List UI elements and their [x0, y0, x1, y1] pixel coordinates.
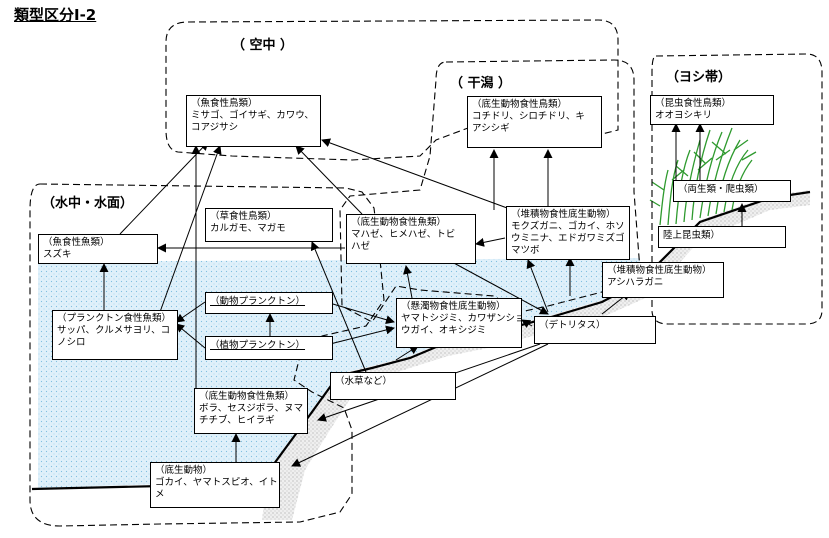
arrow-suspension-to-benthosfish1	[403, 265, 413, 299]
node-planktivorous-fish: （プランクトン食性魚類） サッパ、クルメサヨリ、コ ノシロ	[52, 310, 178, 360]
node-benthos-eating-fish-1: （底生動物食性魚類） マハゼ、ヒメハゼ、トビ ハゼ	[346, 214, 476, 264]
node-line: （植物プランクトン）	[210, 340, 306, 351]
node-line: （デトリタス）	[539, 320, 606, 331]
zone-boundary-reed	[651, 53, 823, 325]
node-line: ノシロ	[57, 337, 86, 348]
node-aquatic-plants: （水草など）	[330, 372, 456, 400]
node-line: サッパ、クルメサヨリ、コ	[57, 325, 171, 336]
page-title: 類型区分Ⅰ-2	[14, 6, 97, 24]
node-line: モクズガニ、ゴカイ、ホソ	[511, 221, 625, 232]
arrow-deposit1-to-fishbirds	[321, 138, 519, 213]
node-insect-eating-birds: （昆虫食性鳥類） オオヨシキリ	[650, 95, 774, 125]
arrow-aquatic-to-suspension	[395, 345, 419, 361]
node-line: メ	[155, 489, 165, 500]
node-deposit-feeders-1: （堆積物食性底生動物） モクズガニ、ゴカイ、ホソ ウミニナ、エドガワミズゴ マツ…	[506, 206, 630, 260]
node-line: （底生動物食性鳥類）	[472, 99, 568, 110]
node-benthos-eating-birds: （底生動物食性鳥類） コチドリ、シロチドリ、キ アシシギ	[467, 96, 602, 148]
node-line: アシハラガニ	[607, 277, 664, 288]
node-line: （水草など）	[335, 376, 393, 387]
node-line: （両生類・爬虫類）	[678, 184, 764, 195]
node-line: マツボ	[511, 245, 540, 256]
node-line: （魚食性魚類）	[43, 237, 110, 248]
node-benthos-eating-fish-2: （底生動物食性魚類） ボラ、セスジボラ、ヌマ チチブ、ヒイラギ	[194, 388, 308, 434]
node-line: ゴカイ、ヤマトスピオ、イト	[155, 477, 278, 488]
zone-boundary-air	[165, 19, 619, 161]
node-deposit-feeders-2: （堆積物食性底生動物） アシハラガニ	[602, 262, 724, 298]
node-line: （プランクトン食性魚類）	[57, 313, 172, 324]
arrow-phyto-to-suspension	[329, 325, 395, 345]
node-line: （底生動物食性魚類）	[199, 391, 295, 402]
node-line: ヤマトシジミ、カワザンショ	[401, 313, 522, 324]
node-line: （動物プランクトン）	[210, 296, 306, 307]
node-line: ウガイ、オキシジミ	[401, 325, 487, 336]
arrow-detritus-to-suspension	[521, 319, 533, 328]
node-line: （魚食性鳥類）	[191, 98, 258, 109]
node-herbivorous-birds: （草食性鳥類） カルガモ、マガモ	[205, 208, 333, 242]
node-line: ミサゴ、ゴイサギ、カワウ、	[191, 110, 314, 121]
node-line: （懸濁物食性底生動物）	[401, 301, 506, 312]
zone-label-reed: （ヨシ帯）	[666, 70, 732, 85]
node-line: オオヨシキリ	[655, 110, 713, 121]
node-line: 陸上昆虫類）	[663, 230, 721, 241]
node-suspension-feeders: （懸濁物食性底生動物） ヤマトシジミ、カワザンショ ウガイ、オキシジミ	[396, 298, 522, 348]
arrow-aquatic-to-herbbirds	[310, 241, 367, 373]
arrow-detritus-to-deposit1	[526, 259, 549, 313]
node-phytoplankton: （植物プランクトン）	[205, 336, 333, 360]
node-line: ハゼ	[351, 241, 371, 252]
node-line: ボラ、セスジボラ、ヌマ	[199, 403, 304, 414]
node-line: スズキ	[43, 249, 72, 260]
zone-boundaries	[29, 19, 823, 527]
node-line: （堆積物食性底生動物）	[511, 209, 616, 220]
node-zooplankton: （動物プランクトン）	[205, 292, 333, 314]
node-fish-eating-birds: （魚食性鳥類） ミサゴ、ゴイサギ、カワウ、 コアジサシ	[186, 95, 321, 147]
arrow-phyto-to-plankfish	[175, 323, 206, 349]
arrow-benthosfish1-to-fishbirds	[295, 145, 363, 215]
node-detritus: （デトリタス）	[534, 316, 656, 344]
node-line: アシシギ	[472, 123, 510, 134]
node-line: ウミニナ、エドガワミズゴ	[511, 233, 625, 244]
arrow-detritus-to-benthos	[291, 343, 549, 467]
arrow-zoo-to-plankfish	[175, 301, 206, 323]
node-line: コチドリ、シロチドリ、キ	[472, 111, 585, 122]
arrow-fishfish-to-fishbirds	[119, 141, 209, 235]
node-line: マハゼ、ヒメハゼ、トビ	[351, 229, 456, 240]
zone-label-air: （ 空中 ）	[232, 38, 294, 53]
zone-label-water: （水中・水面）	[42, 196, 134, 211]
zone-label-tidal-flat: （ 干潟 ）	[450, 76, 512, 91]
arrow-benthosfish1-right-to-detritus	[451, 261, 549, 315]
node-line: チチブ、ヒイラギ	[199, 415, 275, 426]
node-terrestrial-insects: 陸上昆虫類）	[658, 226, 786, 248]
node-line: コアジサシ	[191, 122, 239, 133]
node-line: （堆積物食性底生動物）	[607, 265, 712, 276]
arrow-plankfish-to-fishbirds	[159, 145, 222, 313]
node-line: （昆虫食性鳥類）	[655, 98, 732, 109]
node-benthos: （底生動物） ゴカイ、ヤマトスピオ、イト メ	[150, 462, 280, 508]
food-web-arrows	[99, 123, 747, 467]
node-fish-eating-fish: （魚食性魚類） スズキ	[38, 234, 158, 264]
node-line: （底生動物）	[155, 465, 213, 476]
node-line: （草食性鳥類）	[210, 211, 277, 222]
arrow-deposit1-to-benthosfish1	[475, 237, 506, 247]
node-amphibians-reptiles: （両生類・爬虫類）	[673, 180, 791, 202]
node-line: カルガモ、マガモ	[210, 223, 286, 234]
node-line: （底生動物食性魚類）	[351, 217, 447, 228]
arrow-zoo-to-suspension	[325, 301, 395, 325]
